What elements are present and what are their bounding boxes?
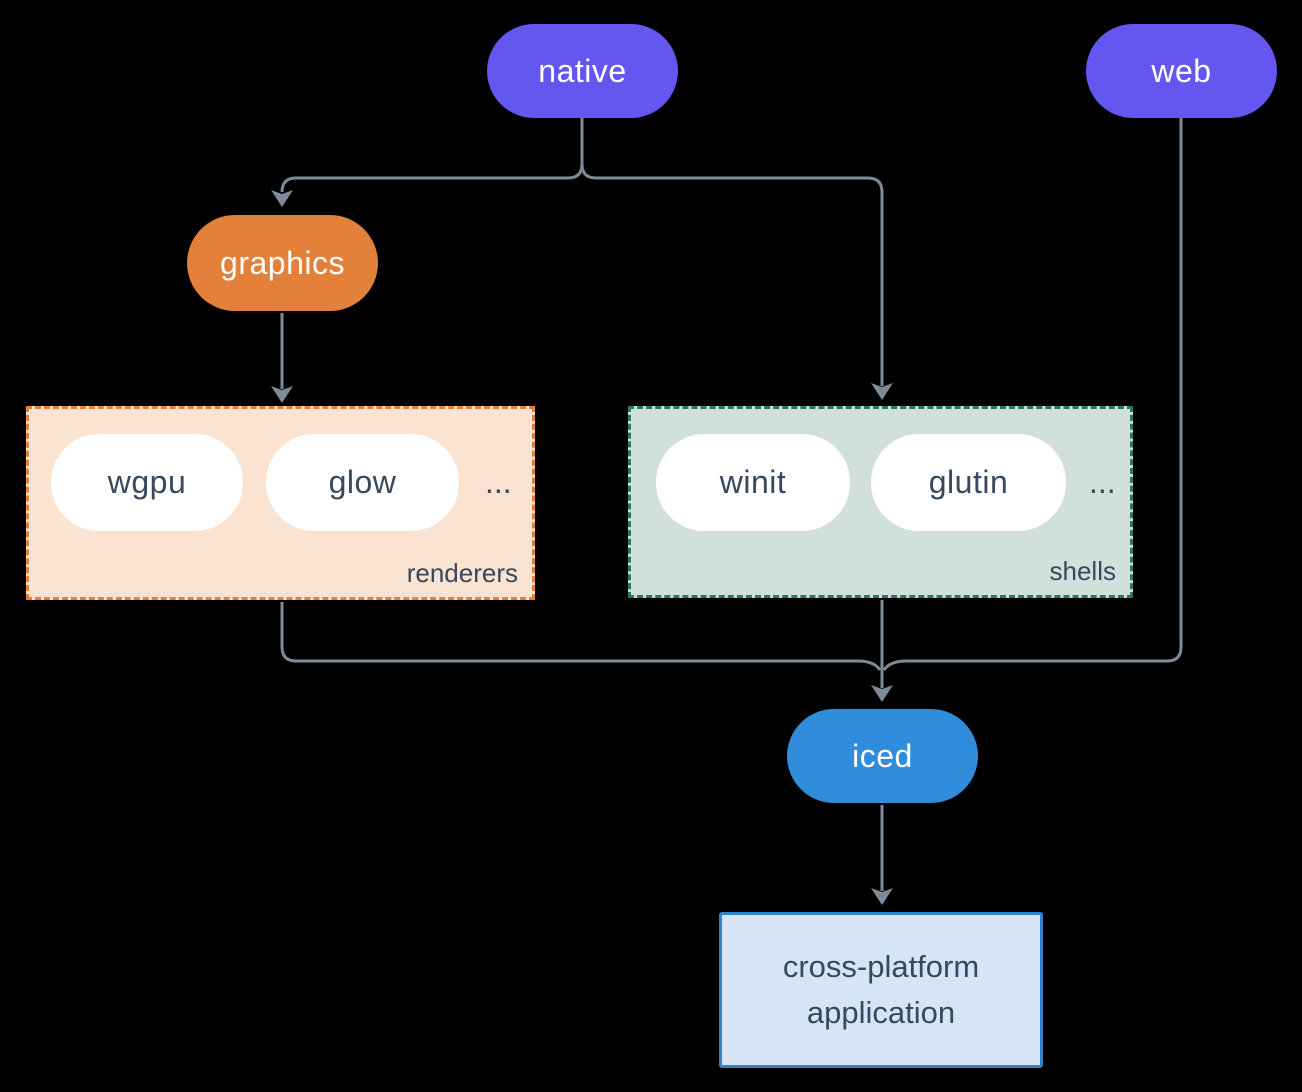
edge-renderers-iced: [280, 602, 882, 671]
shells-ellipsis: ...: [1089, 464, 1116, 500]
renderers-ellipsis: ...: [485, 464, 512, 500]
arrowhead-renderers-icon: [271, 386, 293, 403]
node-native-label: native: [538, 52, 627, 89]
node-iced-label: iced: [852, 737, 913, 774]
application-label-line2: application: [806, 995, 956, 1030]
node-wgpu-label: wgpu: [107, 464, 187, 500]
node-glow-label: glow: [328, 464, 397, 500]
node-graphics: graphics: [187, 215, 378, 311]
node-cross-platform-application: cross-platform application: [719, 912, 1043, 1068]
arrowhead-iced-icon: [871, 685, 893, 702]
edge-native-shells: [580, 163, 884, 386]
node-wgpu: wgpu: [51, 434, 243, 531]
edge-web-iced: [882, 118, 1183, 671]
node-iced: iced: [787, 709, 978, 803]
group-renderers: wgpu glow ... renderers: [26, 406, 535, 600]
application-label-line1: cross-platform: [782, 948, 980, 984]
arrowhead-shells-icon: [871, 383, 893, 400]
group-renderers-label: renderers: [406, 558, 518, 588]
group-shells: winit glutin ... shells: [628, 406, 1133, 598]
node-native: native: [487, 24, 678, 118]
node-glutin: glutin: [871, 434, 1066, 531]
group-shells-label: shells: [1049, 556, 1116, 586]
node-web: web: [1086, 24, 1277, 118]
edge-native-graphics: [280, 118, 584, 193]
node-web-label: web: [1151, 52, 1212, 89]
node-graphics-label: graphics: [220, 244, 345, 281]
arrowhead-graphics-icon: [271, 190, 293, 207]
node-glutin-label: glutin: [928, 464, 1009, 500]
node-winit-label: winit: [719, 464, 787, 500]
arrowhead-application-icon: [871, 888, 893, 905]
node-glow: glow: [266, 434, 459, 531]
node-winit: winit: [656, 434, 850, 531]
